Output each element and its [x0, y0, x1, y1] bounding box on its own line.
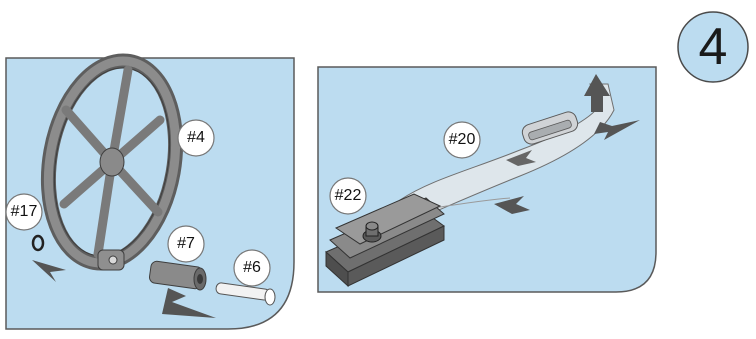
- washer-part: [31, 234, 45, 252]
- label-circle-17: [5, 193, 43, 231]
- washer-arrow: [32, 260, 66, 282]
- part-label-17: #17: [10, 203, 38, 220]
- label-circle-4: [177, 119, 215, 157]
- base-block-part: [325, 193, 445, 288]
- part-label-22: #22: [334, 187, 362, 204]
- part-label-4: #4: [187, 129, 205, 146]
- label-circle-22: [329, 177, 367, 215]
- part-label-20: #20: [448, 131, 476, 148]
- strap-slide-arrow: [506, 150, 536, 166]
- strap-in-arrow: [594, 120, 640, 140]
- spacer-part: [148, 260, 207, 291]
- spacer-arrow: [162, 288, 216, 318]
- step-number: 4: [698, 18, 728, 76]
- strap-up-arrow: [584, 74, 610, 112]
- pin-part: [215, 282, 276, 306]
- strap-return-arrow: [494, 196, 530, 214]
- step-badge: 4: [676, 10, 750, 84]
- wheel-part: [40, 53, 184, 271]
- label-circle-7: [167, 225, 205, 263]
- step-badge-circle: [677, 11, 749, 83]
- label-circle-20: [443, 121, 481, 159]
- part-label-7: #7: [177, 235, 195, 252]
- label-circle-6: [233, 249, 271, 287]
- part-label-6: #6: [243, 259, 261, 276]
